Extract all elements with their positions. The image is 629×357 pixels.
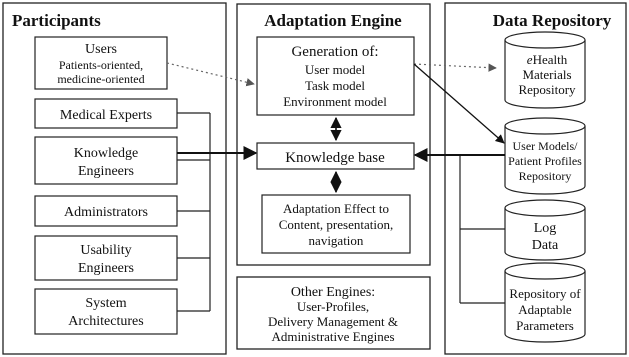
system-architectures-line2: Architectures <box>68 314 143 329</box>
knowledge-engineers-line2: Engineers <box>78 164 134 179</box>
generation-user-model: User model <box>305 62 366 77</box>
user-models-cylinder: User Models/ Patient Profiles Repository <box>504 117 586 195</box>
repository-title: Data Repository <box>493 11 612 30</box>
user-models-line3: Repository <box>519 169 572 183</box>
other-engines-box: Other Engines: User-Profiles, Delivery M… <box>236 276 431 350</box>
ehealth-line2: Materials <box>522 67 571 82</box>
participants-title: Participants <box>12 11 101 30</box>
ehealth-line1: eHealth <box>527 52 568 67</box>
users-to-generation-arrow <box>166 62 255 87</box>
other-engines-line4: Administrative Engines <box>271 329 394 344</box>
users-box: Users Patients-oriented, medicine-orient… <box>34 36 168 90</box>
generation-box: Generation of: User model Task model Env… <box>256 36 415 116</box>
users-sub-1: Patients-oriented, <box>59 58 143 72</box>
adaptable-parameters-line2: Adaptable <box>518 302 572 317</box>
knowledge-engineers-line1: Knowledge <box>74 146 139 161</box>
usability-engineers-line1: Usability <box>80 243 131 258</box>
repository-panel <box>444 2 627 355</box>
adaptable-parameters-line3: Parameters <box>516 318 574 333</box>
other-engines-line3: Delivery Management & <box>268 314 398 329</box>
administrators-box: Administrators <box>34 195 178 227</box>
knowledge-engineers-box: Knowledge Engineers <box>34 136 178 185</box>
user-models-line1: User Models/ <box>513 139 579 153</box>
users-label: Users <box>85 42 117 57</box>
generation-title: Generation of: <box>291 44 378 60</box>
log-data-cylinder: Log Data <box>504 199 586 261</box>
log-data-line1: Log <box>534 221 557 236</box>
generation-to-user-models-arrow <box>413 63 505 144</box>
engine-title: Adaptation Engine <box>264 11 402 30</box>
adaptation-effect-line3: navigation <box>309 233 364 248</box>
user-models-line2: Patient Profiles <box>508 154 582 168</box>
system-architectures-line1: System <box>85 296 126 311</box>
generation-task-model: Task model <box>305 78 365 93</box>
other-engines-line1: Other Engines: <box>291 285 375 300</box>
adaptation-effect-line2: Content, presentation, <box>279 217 393 232</box>
adaptation-effect-box: Adaptation Effect to Content, presentati… <box>261 194 411 254</box>
medical-experts-label: Medical Experts <box>60 108 152 123</box>
users-sub-2: medicine-oriented <box>57 72 144 86</box>
participants-connectors <box>177 112 211 312</box>
adaptation-effect-line1: Adaptation Effect to <box>283 201 389 216</box>
medical-experts-box: Medical Experts <box>34 98 178 129</box>
adaptable-parameters-line1: Repository of <box>509 286 581 301</box>
participants-panel <box>2 2 227 355</box>
repository-connectors <box>459 154 505 304</box>
generation-to-ehealth-arrow <box>413 63 497 72</box>
knowledge-base-label: Knowledge base <box>285 150 385 166</box>
usability-engineers-box: Usability Engineers <box>34 235 178 281</box>
adaptable-parameters-cylinder: Repository of Adaptable Parameters <box>504 262 586 343</box>
administrators-label: Administrators <box>64 205 148 220</box>
knowledge-base-box: Knowledge base <box>256 142 415 170</box>
other-engines-line2: User-Profiles, <box>297 299 369 314</box>
ehealth-materials-cylinder: eHealth Materials Repository <box>504 31 586 109</box>
ehealth-line3: Repository <box>518 82 576 97</box>
generation-environment-model: Environment model <box>283 94 387 109</box>
usability-engineers-line2: Engineers <box>78 261 134 276</box>
log-data-line2: Data <box>532 238 559 253</box>
engine-panel <box>236 3 431 266</box>
system-architectures-box: System Architectures <box>34 288 178 335</box>
